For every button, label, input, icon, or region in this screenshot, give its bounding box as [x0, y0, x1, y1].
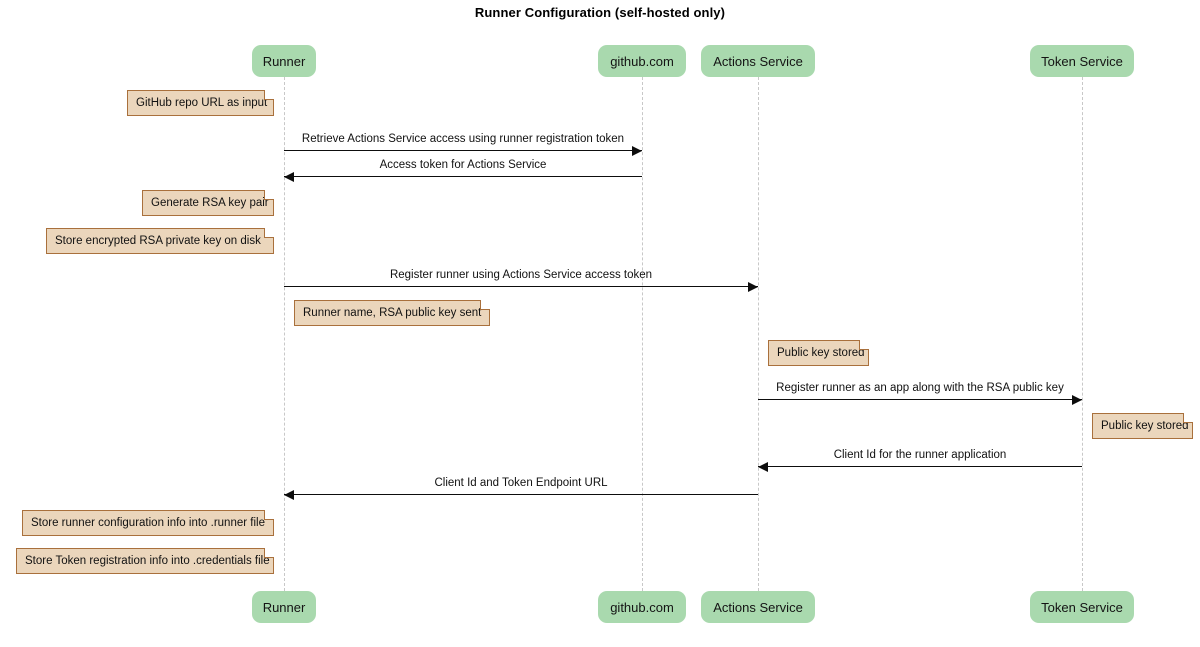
- lifeline-runner: [284, 77, 285, 591]
- message-line-m6: [284, 494, 758, 495]
- participant-label: Actions Service: [713, 53, 803, 69]
- page-title: Runner Configuration (self-hosted only): [474, 5, 726, 20]
- note-fold-corner-icon: [264, 190, 274, 200]
- message-label-m6: Client Id and Token Endpoint URL: [434, 477, 608, 489]
- participant-label: Runner: [262, 53, 306, 69]
- note-fold-corner-icon: [264, 510, 274, 520]
- lifeline-token: [1082, 77, 1083, 591]
- participant-runner-top[interactable]: Runner: [252, 45, 316, 77]
- participant-token-bottom[interactable]: Token Service: [1030, 591, 1134, 623]
- message-arrowhead-m6: [284, 489, 294, 500]
- message-arrowhead-m2: [284, 171, 294, 182]
- note-n1: GitHub repo URL as input: [127, 90, 274, 116]
- participant-actions-bottom[interactable]: Actions Service: [701, 591, 815, 623]
- message-label-m4: Register runner as an app along with the…: [776, 382, 1064, 394]
- participant-actions-top[interactable]: Actions Service: [701, 45, 815, 77]
- participant-token-top[interactable]: Token Service: [1030, 45, 1134, 77]
- note-fold-corner-icon: [480, 300, 490, 310]
- participant-label: Actions Service: [713, 599, 803, 615]
- note-n3: Store encrypted RSA private key on disk: [46, 228, 274, 254]
- message-arrowhead-m5: [758, 461, 768, 472]
- note-text: Store encrypted RSA private key on disk: [55, 235, 261, 247]
- participant-label: github.com: [610, 599, 674, 615]
- message-label-m1: Retrieve Actions Service access using ru…: [301, 133, 625, 145]
- message-arrowhead-m4: [1072, 394, 1082, 405]
- note-n2: Generate RSA key pair: [142, 190, 274, 216]
- note-n8: Store Token registration info into .cred…: [16, 548, 274, 574]
- message-arrowhead-m1: [632, 145, 642, 156]
- participant-label: Runner: [262, 599, 306, 615]
- note-fold-corner-icon: [264, 90, 274, 100]
- note-text: GitHub repo URL as input: [136, 97, 268, 109]
- note-fold-corner-icon: [264, 548, 274, 558]
- message-label-m3: Register runner using Actions Service ac…: [389, 269, 653, 281]
- lifeline-actions: [758, 77, 759, 591]
- note-n5: Public key stored: [768, 340, 869, 366]
- note-text: Store Token registration info into .cred…: [25, 555, 270, 567]
- lifeline-github: [642, 77, 643, 591]
- note-fold-corner-icon: [264, 228, 274, 238]
- note-text: Public key stored: [1101, 420, 1189, 432]
- participant-label: Token Service: [1041, 53, 1123, 69]
- message-label-m5: Client Id for the runner application: [833, 449, 1007, 461]
- participant-runner-bottom[interactable]: Runner: [252, 591, 316, 623]
- note-text: Public key stored: [777, 347, 865, 359]
- participant-github-top[interactable]: github.com: [598, 45, 686, 77]
- message-line-m1: [284, 150, 642, 151]
- note-n6: Public key stored: [1092, 413, 1193, 439]
- participant-label: Token Service: [1041, 599, 1123, 615]
- message-line-m4: [758, 399, 1082, 400]
- note-n4: Runner name, RSA public key sent: [294, 300, 490, 326]
- message-label-m2: Access token for Actions Service: [379, 159, 547, 171]
- note-n7: Store runner configuration info into .ru…: [22, 510, 274, 536]
- message-line-m3: [284, 286, 758, 287]
- participant-label: github.com: [610, 53, 674, 69]
- participant-github-bottom[interactable]: github.com: [598, 591, 686, 623]
- message-arrowhead-m3: [748, 281, 758, 292]
- note-fold-corner-icon: [1183, 413, 1193, 423]
- note-fold-corner-icon: [859, 340, 869, 350]
- note-text: Store runner configuration info into .ru…: [31, 517, 265, 529]
- message-line-m5: [758, 466, 1082, 467]
- message-line-m2: [284, 176, 642, 177]
- note-text: Generate RSA key pair: [151, 197, 269, 209]
- note-text: Runner name, RSA public key sent: [303, 307, 482, 319]
